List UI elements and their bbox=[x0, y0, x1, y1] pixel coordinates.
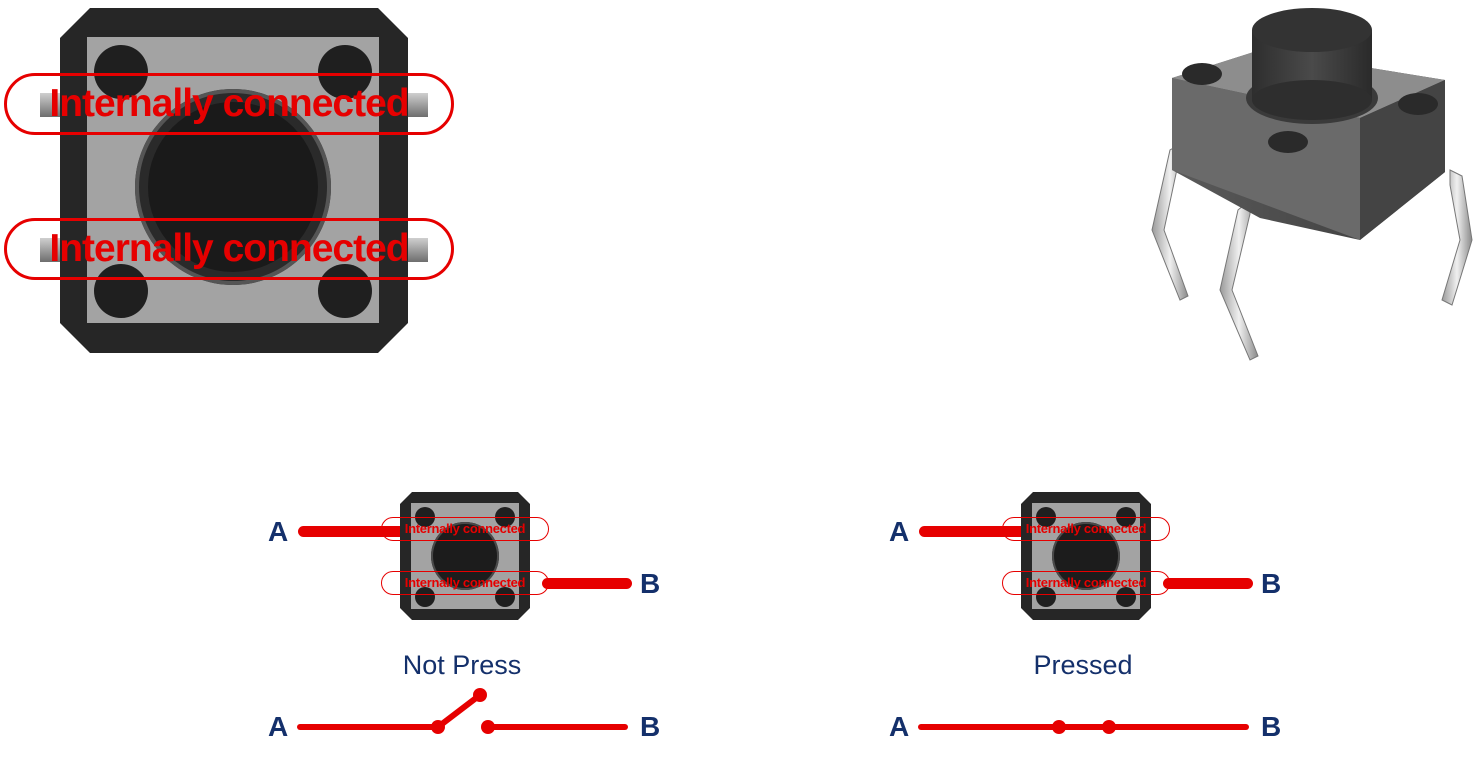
pressed-diagram: A Internally connected Internally connec… bbox=[881, 480, 1301, 760]
corner-hole-br bbox=[1116, 587, 1136, 607]
connection-label-lower: Internally connected bbox=[49, 227, 409, 270]
schematic-b-label: B bbox=[640, 711, 661, 742]
connection-label-lower: Internally connected bbox=[1025, 575, 1147, 590]
wire-b bbox=[542, 578, 632, 589]
terminal-a-label: A bbox=[889, 516, 910, 547]
corner-hole-br bbox=[495, 587, 515, 607]
terminal-b-label: B bbox=[1261, 568, 1282, 599]
connection-ring-upper bbox=[1002, 517, 1170, 541]
schematic-a-label: A bbox=[268, 711, 289, 742]
closed-switch-schematic bbox=[918, 720, 1249, 734]
terminal-b-label: B bbox=[640, 568, 661, 599]
not-press-diagram: A Internally connected Internally connec… bbox=[260, 480, 680, 760]
push-button-cap bbox=[148, 102, 318, 272]
terminal-a-label: A bbox=[268, 516, 289, 547]
connection-label-lower: Internally connected bbox=[404, 575, 526, 590]
connection-label-upper: Internally connected bbox=[49, 82, 409, 125]
tactile-switch-3d-render bbox=[1151, 8, 1473, 361]
pin-left-upper bbox=[40, 93, 60, 117]
corner-hole-top-right bbox=[318, 45, 372, 99]
caption-pressed: Pressed bbox=[1033, 650, 1133, 680]
wire-a bbox=[919, 526, 1039, 537]
corner-hole-top-left bbox=[94, 45, 148, 99]
connection-ring-upper bbox=[4, 73, 454, 135]
small-push-button bbox=[1052, 522, 1120, 590]
small-push-button bbox=[431, 522, 499, 590]
pin-left-lower bbox=[40, 238, 60, 262]
open-switch-schematic bbox=[297, 688, 628, 734]
caption-not-press: Not Press bbox=[402, 650, 522, 680]
wire-b bbox=[1163, 578, 1253, 589]
schematic-a-label: A bbox=[889, 711, 910, 742]
connection-label-upper: Internally connected bbox=[1025, 521, 1147, 536]
corner-hole-bottom-right bbox=[318, 264, 372, 318]
wire-a bbox=[298, 526, 418, 537]
corner-hole-bottom-left bbox=[94, 264, 148, 318]
connection-ring-lower bbox=[4, 218, 454, 280]
connection-ring-upper bbox=[381, 517, 549, 541]
connection-label-upper: Internally connected bbox=[404, 521, 526, 536]
schematic-b-label: B bbox=[1261, 711, 1282, 742]
large-switch-top-view: Internally connected Internally connecte… bbox=[0, 0, 470, 360]
corner-hole-bl bbox=[1036, 587, 1056, 607]
corner-hole-bl bbox=[415, 587, 435, 607]
